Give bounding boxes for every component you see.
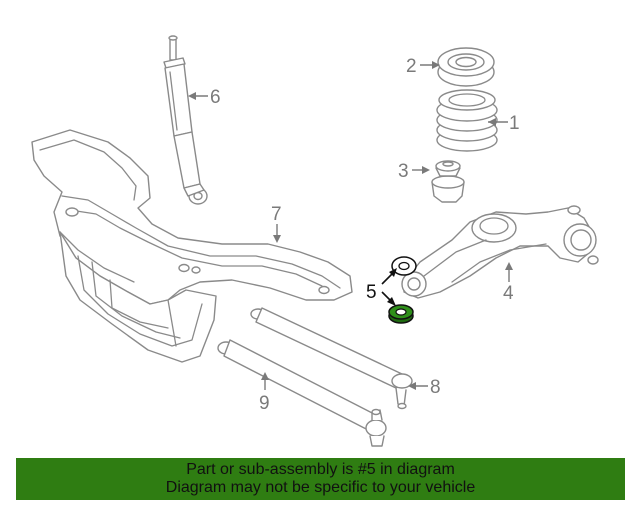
part-9-lower-link[interactable] [217,339,387,447]
svg-text:9: 9 [259,393,270,414]
svg-text:7: 7 [271,204,282,225]
part-2-spring-seat[interactable] [437,47,495,87]
callout-5[interactable]: 5 [366,268,397,306]
svg-text:8: 8 [430,377,441,398]
svg-text:3: 3 [398,161,409,182]
callout-2[interactable]: 2 [406,56,440,77]
banner-line-part-number: Part or sub-assembly is #5 in diagram [186,461,455,478]
callout-1[interactable]: 1 [488,113,520,134]
part-3-bump-stop[interactable] [431,160,465,203]
svg-text:6: 6 [210,87,221,108]
info-banner: Part or sub-assembly is #5 in diagram Di… [16,458,625,500]
banner-line-disclaimer: Diagram may not be specific to your vehi… [165,479,476,496]
parts-diagram: 1 2 3 4 5 6 7 8 9 [31,35,599,447]
svg-text:4: 4 [503,283,514,304]
part-5-bushing-lower-highlighted[interactable] [388,304,414,324]
svg-text:2: 2 [406,56,417,77]
callout-7[interactable]: 7 [271,204,282,243]
part-6-shock-absorber[interactable] [163,35,208,205]
callout-3[interactable]: 3 [398,161,430,182]
part-8-lateral-link[interactable] [250,307,413,410]
svg-text:5: 5 [366,282,377,303]
part-1-coil-spring[interactable] [436,89,498,152]
part-4-control-arm[interactable] [401,205,599,299]
callout-8[interactable]: 8 [408,377,441,398]
part-7-subframe[interactable] [31,129,353,363]
callout-6[interactable]: 6 [188,87,221,108]
part-5-bushing-upper[interactable] [391,256,417,276]
callout-4[interactable]: 4 [503,262,514,304]
callout-9[interactable]: 9 [259,372,270,414]
svg-text:1: 1 [509,113,520,134]
